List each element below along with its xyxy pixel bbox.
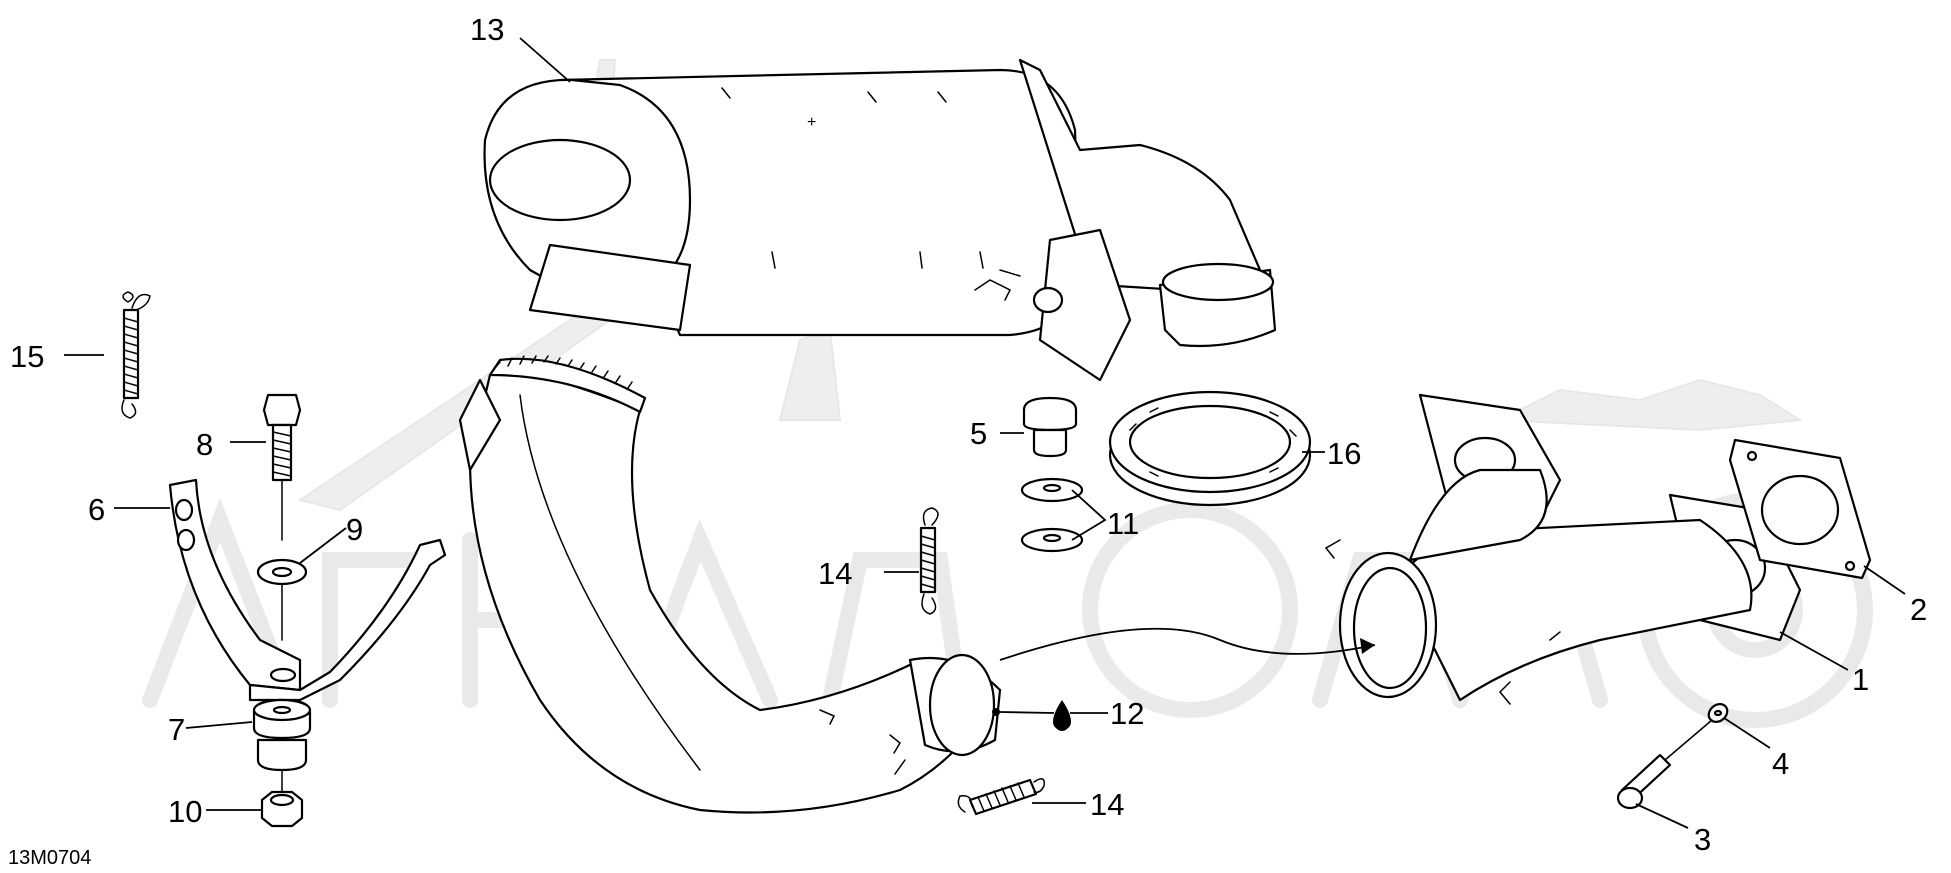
diagram-reference-code: 13M0704 [8,847,91,869]
spring-part-14-bottom [957,778,1046,816]
screw-part-3 [1616,719,1713,810]
callout-labels: 15 8 6 9 7 10 13 5 11 16 14 12 14 2 1 4 … [10,12,1927,857]
callout-9: 9 [346,512,363,547]
callout-1: 1 [1852,662,1869,697]
rubber-mount-part-7 [252,698,312,793]
callout-11: 11 [1107,506,1139,541]
grease-drop-icon [992,700,1071,731]
grommet-part-5 [1022,396,1078,458]
callout-16: 16 [1327,436,1361,471]
leader-lines [64,37,1906,829]
callout-7: 7 [168,712,185,747]
callout-3: 3 [1694,822,1711,857]
nut-part-10 [260,790,304,828]
gasket-part-2 [1728,438,1872,580]
callout-8: 8 [196,427,213,462]
callout-4: 4 [1772,746,1789,781]
manifold-part-1 [1324,393,1802,705]
callout-10: 10 [168,794,202,829]
callout-13: 13 [470,12,504,47]
spring-part-14-center [919,507,939,615]
seal-ring-part-16 [1108,390,1312,507]
washer-part-4 [1707,703,1729,723]
washers-part-11 [1020,477,1084,553]
callout-14-center: 14 [818,556,852,591]
svg-text:+: + [807,114,816,131]
muffler-part-13: + [483,58,1277,382]
callout-2: 2 [1910,592,1927,627]
lock-washer-part-9 [256,558,308,641]
bolt-part-8 [262,393,302,541]
spring-part-15 [121,291,151,419]
callout-14-bottom: 14 [1090,787,1124,822]
connection-arrow [999,627,1376,661]
callout-5: 5 [970,416,987,451]
callout-6: 6 [88,492,105,527]
exhaust-bend-pipe [458,355,1002,814]
callout-12: 12 [1110,696,1144,731]
bracket-part-6 [168,478,447,702]
callout-15: 15 [10,339,44,374]
